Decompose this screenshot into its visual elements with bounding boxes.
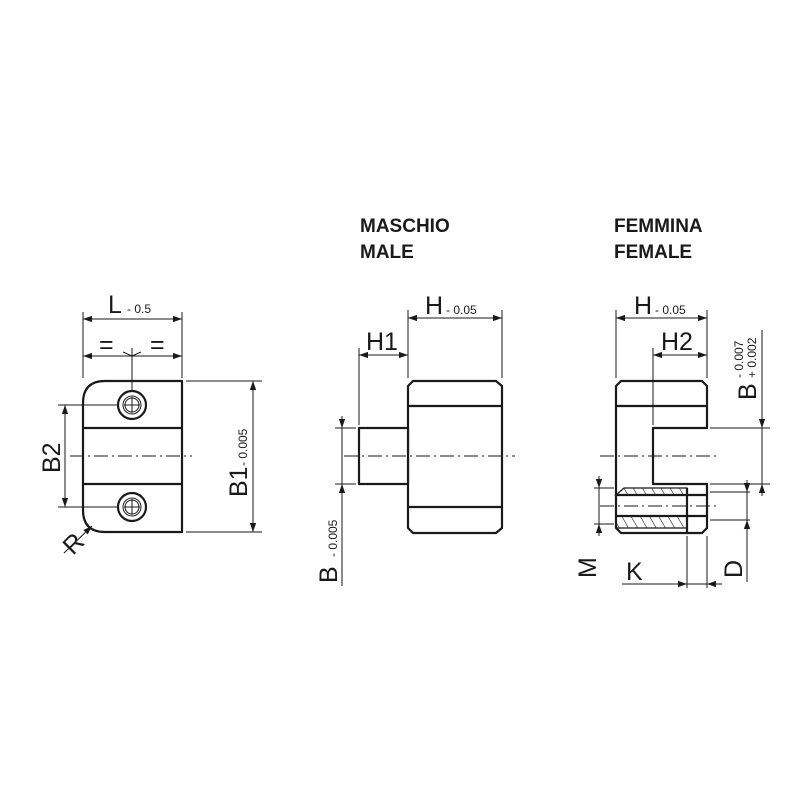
tol-B1: - 0.005 (236, 428, 250, 466)
male-body (406, 379, 504, 535)
tol-L: - 0.5 (127, 302, 151, 316)
label-D: D (720, 560, 748, 578)
label-M: M (574, 557, 602, 578)
male-view: MASCHIO MALE H - 0.05 H1 B - 0.005 (315, 216, 515, 586)
label-B1: B1 (225, 466, 253, 497)
label-B-male: B (315, 566, 343, 583)
tol-B-male: - 0.005 (326, 519, 340, 557)
front-view-body (81, 379, 184, 534)
leader-R (63, 525, 93, 554)
label-H2: H2 (661, 328, 693, 356)
tol-B-female-upper: + 0.002 (745, 337, 759, 378)
title-male-en: MALE (360, 242, 414, 263)
title-female-en: FEMALE (614, 242, 692, 263)
label-equal-left: = (99, 331, 114, 359)
title-male-it: MASCHIO (360, 216, 450, 237)
label-L: L (108, 291, 122, 319)
label-K: K (626, 558, 643, 586)
label-H1: H1 (366, 328, 398, 356)
label-H-male: H (425, 292, 443, 320)
female-view: FEMMINA FEMALE H - 0.05 H2 (574, 216, 770, 588)
tol-B-female-lower: - 0.007 (732, 340, 746, 378)
front-view: L - 0.5 = = B2 B1 - 0.005 R (38, 291, 262, 560)
label-B2: B2 (38, 442, 66, 473)
label-B-female: B (734, 383, 762, 400)
tol-H-female: - 0.05 (655, 303, 686, 317)
label-equal-right: = (150, 331, 165, 359)
label-H-female: H (634, 292, 652, 320)
female-body (614, 379, 709, 535)
title-female-it: FEMMINA (614, 216, 703, 237)
tol-H-male: - 0.05 (446, 303, 477, 317)
